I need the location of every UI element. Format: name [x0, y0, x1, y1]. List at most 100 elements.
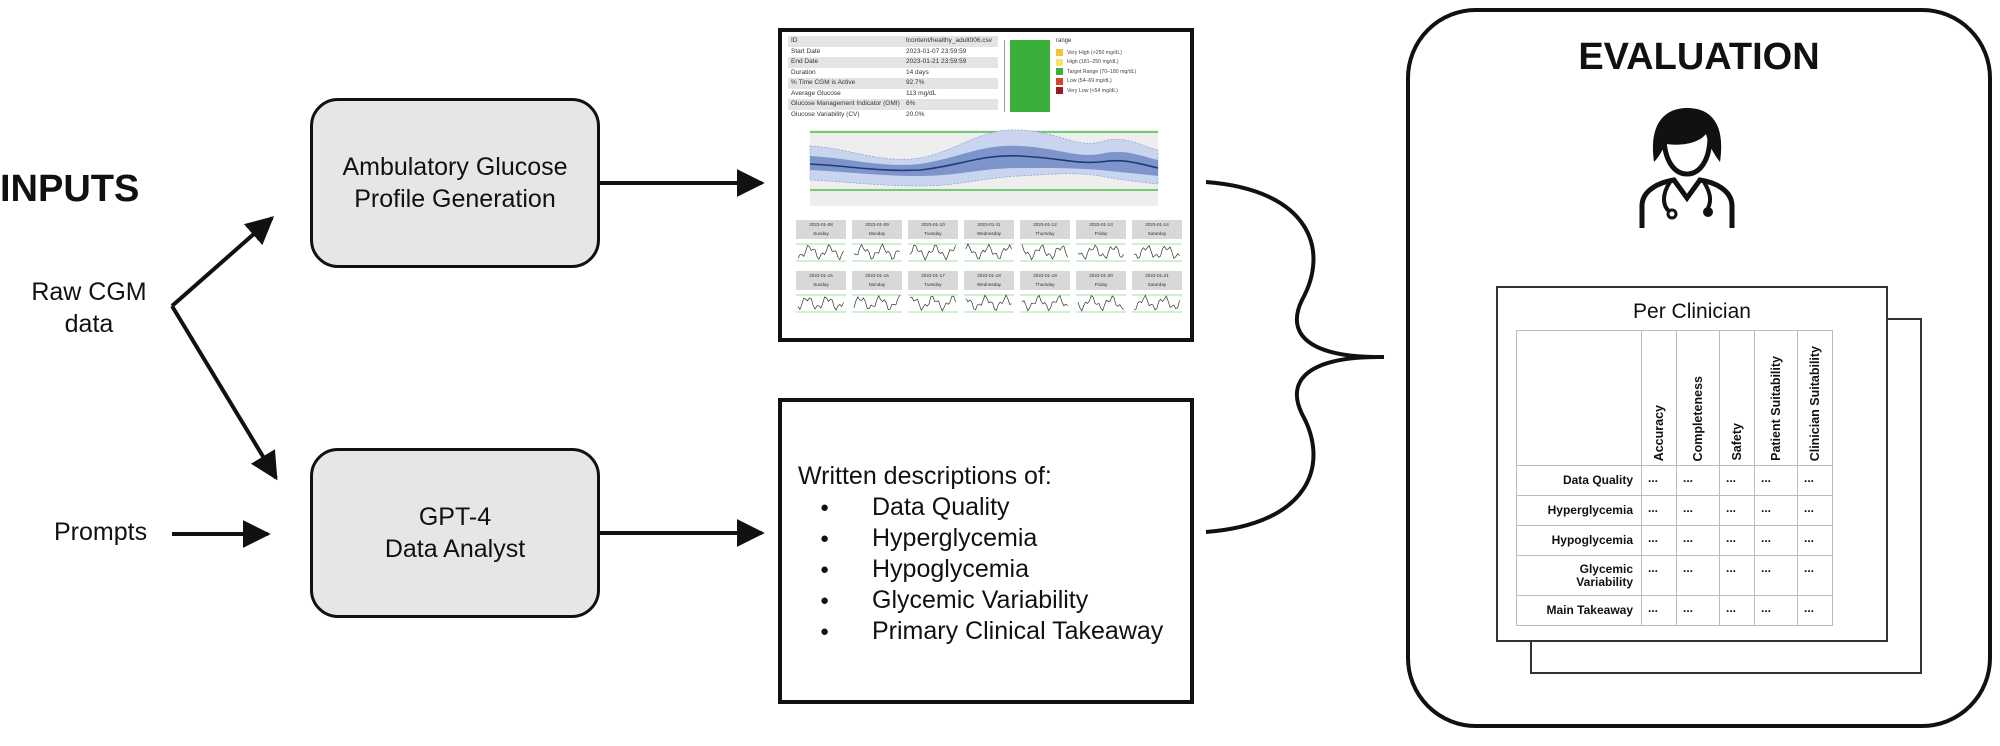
day-name: Monday [868, 231, 886, 236]
inputs-heading: INPUTS [0, 168, 140, 210]
description-item: Glycemic Variability [820, 585, 1163, 616]
rating-cell: ... [1719, 495, 1755, 526]
legend-label: Very Low (<54 mg/dL) [1067, 87, 1118, 94]
stat-value: 113 mg/dL [906, 89, 937, 97]
rating-cell: ... [1641, 465, 1677, 496]
stat-row: Glucose Variability (CV)20.0% [788, 110, 998, 121]
row-label: Main Takeaway [1516, 595, 1642, 626]
prompts-label: Prompts [54, 518, 148, 546]
day-date: 2023-01-12 [1033, 222, 1057, 227]
stat-value: 6% [906, 100, 916, 107]
rating-cell: ... [1754, 525, 1798, 556]
rating-cell: ... [1797, 595, 1833, 626]
median-line [809, 154, 1159, 172]
day-glucose-trace [964, 294, 1014, 313]
time-in-range-bar [1010, 40, 1050, 112]
sheet-title: Per Clinician [1633, 300, 1751, 323]
day-name: Saturday [1147, 282, 1167, 287]
table-row: Hyperglycemia............... [1516, 495, 1833, 526]
rating-cell: ... [1676, 525, 1720, 556]
rating-cell: ... [1797, 465, 1833, 496]
column-label: Accuracy [1652, 404, 1666, 461]
stat-row: Glucose Management Indicator (GMI)6% [788, 99, 998, 110]
rating-cell: ... [1719, 525, 1755, 556]
stat-key: Duration [791, 68, 816, 76]
stat-key: ID [791, 37, 798, 44]
day-glucose-trace [1076, 294, 1126, 313]
rating-cell: ... [1676, 495, 1720, 526]
legend-label: Target Range (70–180 mg/dL) [1067, 68, 1137, 75]
legend-entry: Low (54–69 mg/dL) [1056, 77, 1136, 87]
evaluation-title: EVALUATION [1578, 36, 1820, 78]
stat-value: tcontent/healthy_adult006.csv [906, 37, 993, 44]
day-name: Tuesday [924, 231, 942, 236]
range-legend-title: range [1056, 38, 1072, 44]
clinician-icon [1639, 108, 1735, 228]
row-label-line2: Variability [1576, 574, 1633, 589]
arrow-raw-to-gpt [170, 304, 278, 481]
stat-value: 14 days [906, 68, 929, 76]
column-header: Clinician Suitability [1797, 330, 1833, 466]
legend-swatch [1056, 49, 1063, 57]
rating-cell: ... [1754, 595, 1798, 626]
legend-swatch [1056, 77, 1063, 85]
legend-label: Very High (>250 mg/dL) [1067, 49, 1122, 56]
day-glucose-trace [908, 243, 958, 262]
legend-swatch [1056, 58, 1063, 66]
range-legend: range Very High (>250 mg/dL)High (181–25… [1056, 38, 1136, 96]
rating-cell: ... [1754, 555, 1798, 596]
row-label: Hyperglycemia [1516, 495, 1642, 526]
stat-value: 20.0% [906, 110, 925, 118]
legend-entry: Target Range (70–180 mg/dL) [1056, 67, 1136, 77]
table-row: Data Quality............... [1516, 465, 1833, 496]
legend-label: Low (54–69 mg/dL) [1067, 78, 1112, 85]
rating-cell: ... [1754, 465, 1798, 496]
day-name: Sunday [813, 282, 829, 287]
day-name: Friday [1094, 231, 1108, 236]
rating-cell: ... [1676, 555, 1720, 596]
day-date: 2023-01-11 [977, 222, 1001, 227]
tir-axis [1004, 40, 1005, 112]
day-name: Thursday [1035, 231, 1055, 236]
column-header: Patient Suitability [1754, 330, 1798, 466]
day-date: 2023-01-21 [1145, 273, 1169, 278]
table-row: Main Takeaway............... [1516, 595, 1833, 626]
day-name: Saturday [1147, 231, 1167, 236]
descriptions-list: Data QualityHyperglycemiaHypoglycemiaGly… [820, 492, 1163, 647]
column-header: Accuracy [1641, 330, 1677, 466]
rating-cell: ... [1676, 595, 1720, 626]
gpt4-analyst-box: GPT-4 Data Analyst [310, 448, 600, 618]
row-label: Hypoglycemia [1516, 525, 1642, 556]
column-label: Completeness [1691, 375, 1705, 461]
description-item: Hypoglycemia [820, 554, 1163, 585]
day-glucose-trace [852, 294, 902, 313]
rating-cell: ... [1797, 495, 1833, 526]
stat-row: ID tcontent/healthy_adult006.csv [788, 36, 998, 47]
rating-cell: ... [1754, 495, 1798, 526]
column-header: Completeness [1676, 330, 1720, 466]
rating-cell: ... [1676, 465, 1720, 496]
raw-cgm-line2: data [64, 310, 114, 338]
band-inner [810, 145, 1158, 176]
agp-box-line2: Profile Generation [354, 185, 556, 213]
